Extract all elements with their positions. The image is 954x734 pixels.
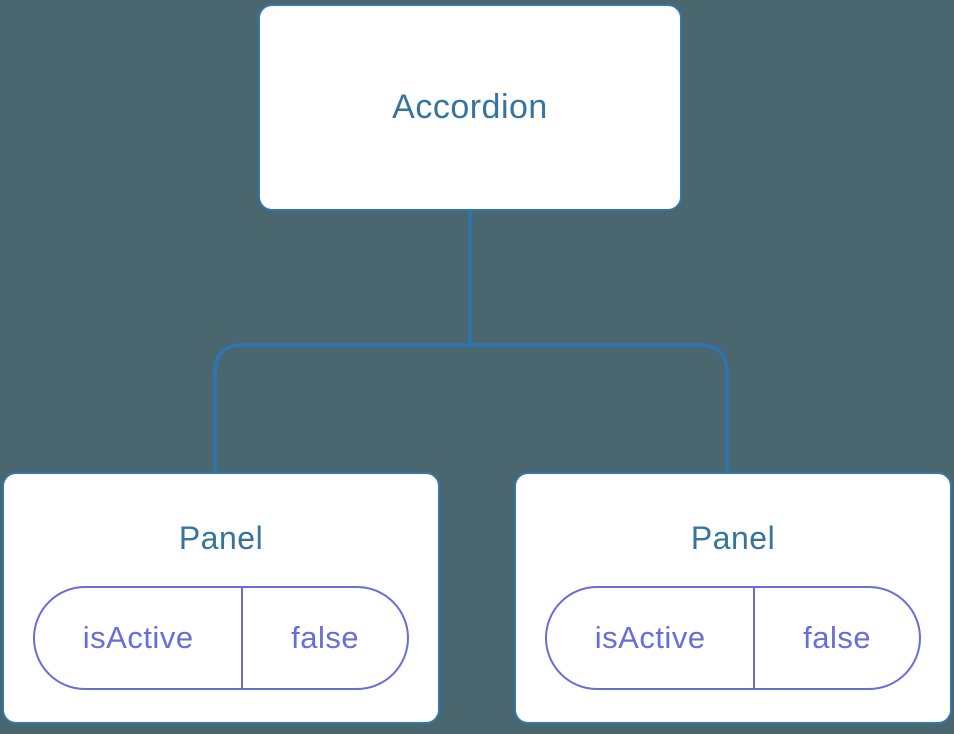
connector-bracket	[213, 343, 729, 472]
panel-node-label: Panel	[178, 520, 264, 556]
node-panel-right: Panel isActive false	[514, 472, 952, 724]
panel-node-label: Panel	[690, 520, 776, 556]
state-key: isActive	[35, 588, 244, 688]
state-value: false	[291, 620, 360, 655]
state-pill: isActive false	[33, 586, 409, 690]
state-value: false	[803, 620, 872, 655]
state-key: isActive	[547, 588, 756, 688]
node-panel-left: Panel isActive false	[2, 472, 440, 724]
accordion-node-label: Accordion	[392, 88, 548, 126]
state-pill: isActive false	[545, 586, 921, 690]
node-accordion: Accordion	[258, 4, 682, 211]
